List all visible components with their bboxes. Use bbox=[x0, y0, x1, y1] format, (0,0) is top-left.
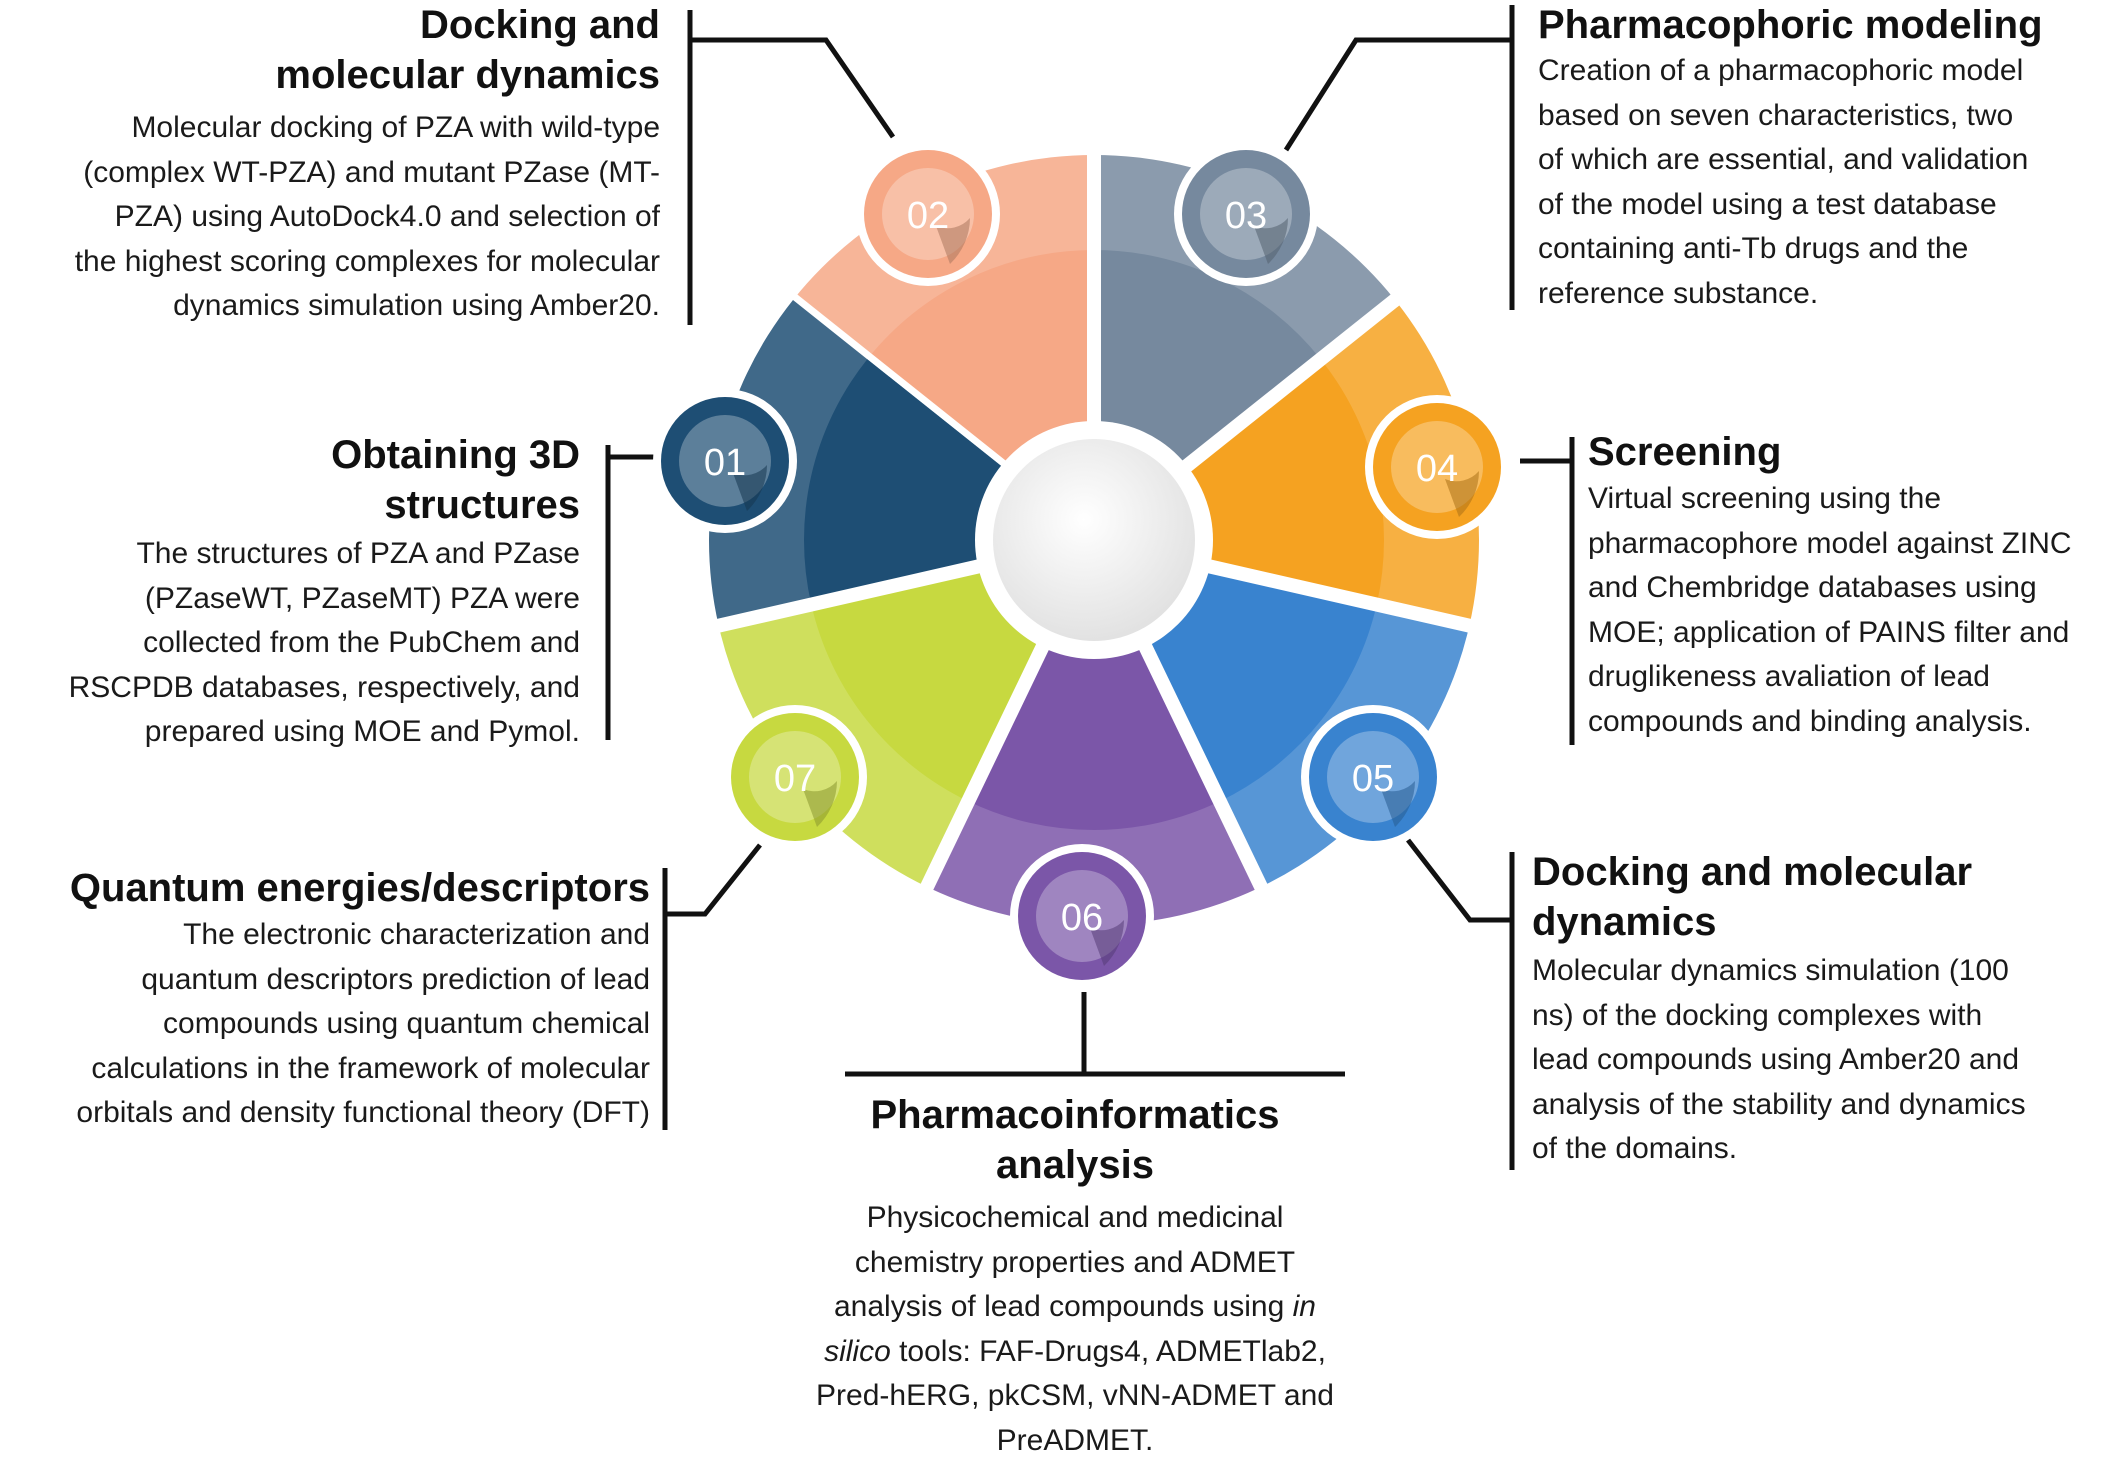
segment-divider bbox=[1171, 291, 1403, 481]
step-07-title: Quantum energies/descriptors bbox=[69, 866, 650, 910]
step-06-badge: 06 bbox=[1010, 844, 1154, 988]
step-07-number: 07 bbox=[774, 758, 816, 800]
step-03-title: Pharmacophoric modeling bbox=[1538, 3, 2043, 47]
step-03-block: Pharmacophoric modeling Creation of a ph… bbox=[1538, 0, 2118, 316]
center-disc bbox=[993, 439, 1195, 641]
segment-inner-02 bbox=[867, 250, 1094, 475]
connector-line bbox=[605, 445, 660, 740]
connector-line bbox=[662, 843, 762, 1130]
segment-inner-04 bbox=[1176, 359, 1384, 605]
step-05-badge: 05 bbox=[1301, 705, 1445, 849]
connector-line bbox=[845, 992, 1345, 1077]
step-02-number: 02 bbox=[907, 195, 949, 237]
segment-divider bbox=[713, 556, 994, 634]
step-01-badge: 01 bbox=[653, 389, 797, 533]
segment-04 bbox=[1171, 291, 1480, 626]
connector-line bbox=[1283, 5, 1515, 310]
connector-line bbox=[1520, 437, 1575, 745]
segment-inner-01 bbox=[804, 359, 1012, 605]
step-05-number: 05 bbox=[1352, 758, 1394, 800]
step-03-badge: 03 bbox=[1174, 142, 1318, 286]
step-02-badge: 02 bbox=[856, 142, 1000, 286]
wheel bbox=[709, 151, 1480, 925]
step-07-block: Quantum energies/descriptors The electro… bbox=[10, 863, 650, 1136]
segment-03 bbox=[1087, 151, 1396, 475]
step-01-number: 01 bbox=[704, 442, 746, 484]
step-badges: 01 02 03 04 05 06 07 bbox=[653, 142, 1509, 988]
segment-inner-03 bbox=[1094, 250, 1321, 475]
step-01-description: The structures of PZA and PZase(PZaseWT,… bbox=[68, 537, 580, 748]
step-06-number: 06 bbox=[1061, 897, 1103, 939]
step-07-badge: 07 bbox=[723, 705, 867, 849]
segment-divider bbox=[1194, 556, 1475, 634]
connector-line bbox=[687, 10, 896, 325]
segment-divider bbox=[1133, 631, 1270, 894]
segment-07 bbox=[718, 563, 1055, 894]
connector-line bbox=[1406, 838, 1515, 1170]
step-04-title: Screening bbox=[1588, 430, 1782, 474]
segment-divider bbox=[918, 631, 1055, 894]
segment-01 bbox=[709, 299, 1012, 634]
step-04-number: 04 bbox=[1416, 448, 1458, 490]
connector-lines bbox=[605, 5, 1575, 1170]
step-02-description: Molecular docking of PZA with wild-type(… bbox=[74, 111, 660, 322]
step-04-badge: 04 bbox=[1365, 395, 1509, 539]
step-03-number: 03 bbox=[1225, 195, 1267, 237]
